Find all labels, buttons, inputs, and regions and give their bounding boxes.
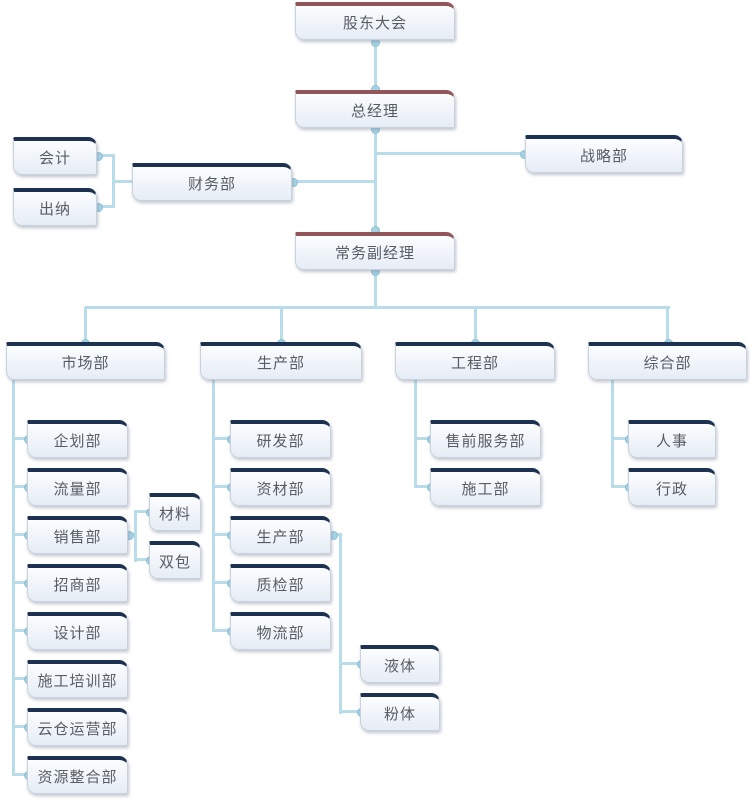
connector-line xyxy=(12,437,28,440)
connector-line xyxy=(374,41,377,90)
node-deputy-manager[interactable]: 常务副经理 xyxy=(295,232,455,270)
node-production[interactable]: 生产部 xyxy=(200,342,362,380)
node-material[interactable]: 材料 xyxy=(149,493,201,531)
connector-line xyxy=(12,629,28,632)
connector-line xyxy=(212,485,231,488)
connector-line xyxy=(339,710,361,713)
connector-line xyxy=(212,581,231,584)
node-general-manager[interactable]: 总经理 xyxy=(295,90,455,128)
connector-line xyxy=(212,533,231,536)
node-planning[interactable]: 企划部 xyxy=(27,420,128,458)
connector-line xyxy=(375,152,525,155)
connector-line xyxy=(666,307,669,342)
node-cloud-warehouse[interactable]: 云仓运营部 xyxy=(27,708,128,746)
connector-line xyxy=(212,437,231,440)
connector-line xyxy=(134,511,137,562)
node-presales-service[interactable]: 售前服务部 xyxy=(430,420,541,458)
connector-line xyxy=(339,533,342,714)
connector-line xyxy=(84,307,87,342)
connector-line xyxy=(339,662,361,665)
node-powder[interactable]: 粉体 xyxy=(360,693,440,731)
connector-line xyxy=(374,128,377,232)
node-marketing[interactable]: 市场部 xyxy=(6,342,165,380)
connector-line xyxy=(134,558,150,561)
connector-line xyxy=(12,773,28,776)
connector-line xyxy=(280,307,283,342)
node-traffic[interactable]: 流量部 xyxy=(27,468,128,506)
node-production-sub[interactable]: 生产部 xyxy=(230,516,331,554)
node-supplies[interactable]: 资材部 xyxy=(230,468,331,506)
connector-line xyxy=(611,380,614,488)
connector-line xyxy=(212,629,231,632)
node-liquid[interactable]: 液体 xyxy=(360,645,440,683)
connector-line xyxy=(292,180,375,183)
node-resource-integration[interactable]: 资源整合部 xyxy=(27,756,128,794)
connector-line xyxy=(112,180,134,183)
connector-line xyxy=(611,437,629,440)
connector-line xyxy=(414,380,417,488)
connector-line xyxy=(12,725,28,728)
connector-line xyxy=(12,380,15,776)
node-construction[interactable]: 施工部 xyxy=(430,468,541,506)
node-engineering[interactable]: 工程部 xyxy=(395,342,555,380)
connector-line xyxy=(374,270,377,308)
node-construction-training[interactable]: 施工培训部 xyxy=(27,660,128,698)
connector-line xyxy=(414,437,431,440)
node-sales[interactable]: 销售部 xyxy=(27,516,128,554)
node-hr[interactable]: 人事 xyxy=(628,420,716,458)
node-accounting[interactable]: 会计 xyxy=(13,137,97,175)
node-cashier[interactable]: 出纳 xyxy=(13,188,97,226)
node-quality[interactable]: 质检部 xyxy=(230,564,331,602)
connector-line xyxy=(97,154,115,157)
connector-line xyxy=(474,307,477,342)
node-shareholders[interactable]: 股东大会 xyxy=(295,2,455,40)
connector-line xyxy=(212,380,215,632)
node-general-affairs[interactable]: 综合部 xyxy=(588,342,747,380)
connector-line xyxy=(134,510,150,513)
node-admin[interactable]: 行政 xyxy=(628,468,716,506)
connector-line xyxy=(414,485,431,488)
node-strategy[interactable]: 战略部 xyxy=(525,135,683,173)
node-rnd[interactable]: 研发部 xyxy=(230,420,331,458)
node-design[interactable]: 设计部 xyxy=(27,612,128,650)
node-double-contract[interactable]: 双包 xyxy=(149,541,201,579)
connector-line xyxy=(97,205,115,208)
node-finance[interactable]: 财务部 xyxy=(132,163,292,201)
connector-line xyxy=(611,485,629,488)
connector-line xyxy=(85,306,670,309)
node-merchants[interactable]: 招商部 xyxy=(27,564,128,602)
connector-line xyxy=(12,677,28,680)
connector-line xyxy=(12,533,28,536)
connector-line xyxy=(12,581,28,584)
connector-line xyxy=(12,485,28,488)
node-logistics[interactable]: 物流部 xyxy=(230,612,331,650)
